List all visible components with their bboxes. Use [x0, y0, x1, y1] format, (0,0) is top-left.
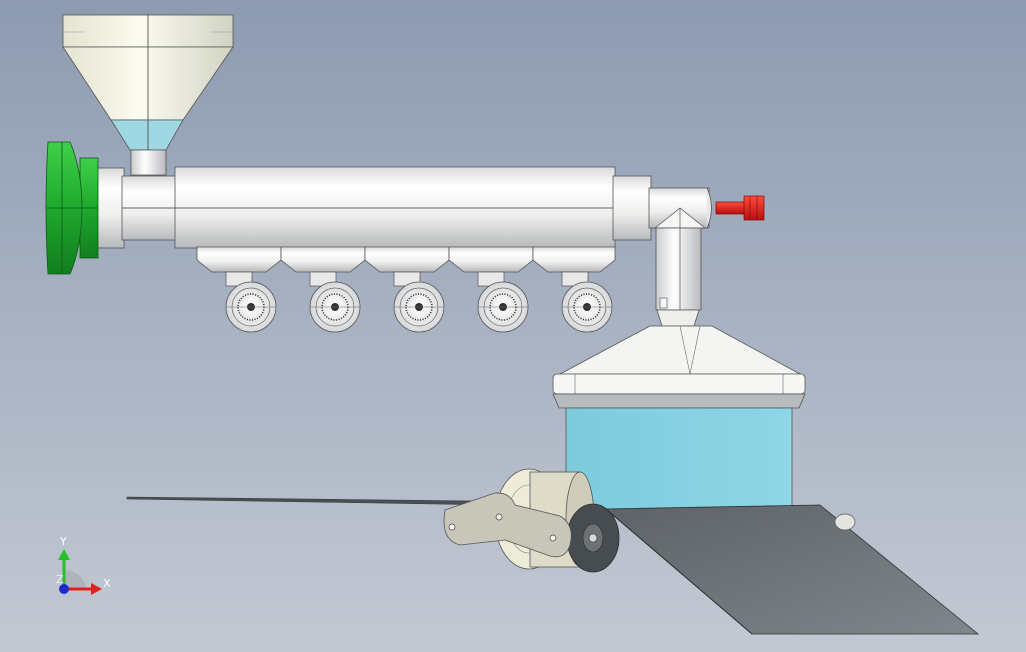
cooling-fan-3[interactable]	[393, 281, 445, 333]
heater-zone-3[interactable]	[364, 246, 450, 287]
sheet-edge	[605, 508, 753, 635]
triad-plane	[64, 569, 87, 589]
die-head[interactable]	[552, 325, 806, 409]
cooling-tank[interactable]	[565, 407, 793, 511]
roller-end-cap	[834, 513, 856, 531]
z-axis-dot	[59, 584, 69, 594]
cooling-fan-1[interactable]	[225, 281, 277, 333]
cooling-fan-5[interactable]	[561, 281, 613, 333]
tension-arm[interactable]	[443, 492, 572, 558]
z-axis-label: Z	[56, 573, 64, 586]
adapter-pipe[interactable]	[653, 207, 707, 327]
cooling-fans[interactable]	[225, 281, 613, 333]
drive-motor[interactable]	[45, 141, 125, 275]
y-axis-label: Y	[59, 535, 67, 548]
cooling-fan-2[interactable]	[309, 281, 361, 333]
heater-zone-4[interactable]	[448, 246, 534, 287]
cooling-fan-4[interactable]	[477, 281, 529, 333]
heater-zones[interactable]	[196, 246, 616, 287]
y-axis-head	[58, 549, 70, 560]
axis-triad[interactable]: Y X Z	[56, 535, 111, 595]
feed-hopper[interactable]	[62, 14, 234, 176]
extruder-barrel[interactable]	[121, 166, 712, 249]
x-axis-head	[91, 583, 102, 595]
nozzle-red[interactable]	[715, 195, 765, 221]
x-axis-label: X	[103, 577, 111, 590]
